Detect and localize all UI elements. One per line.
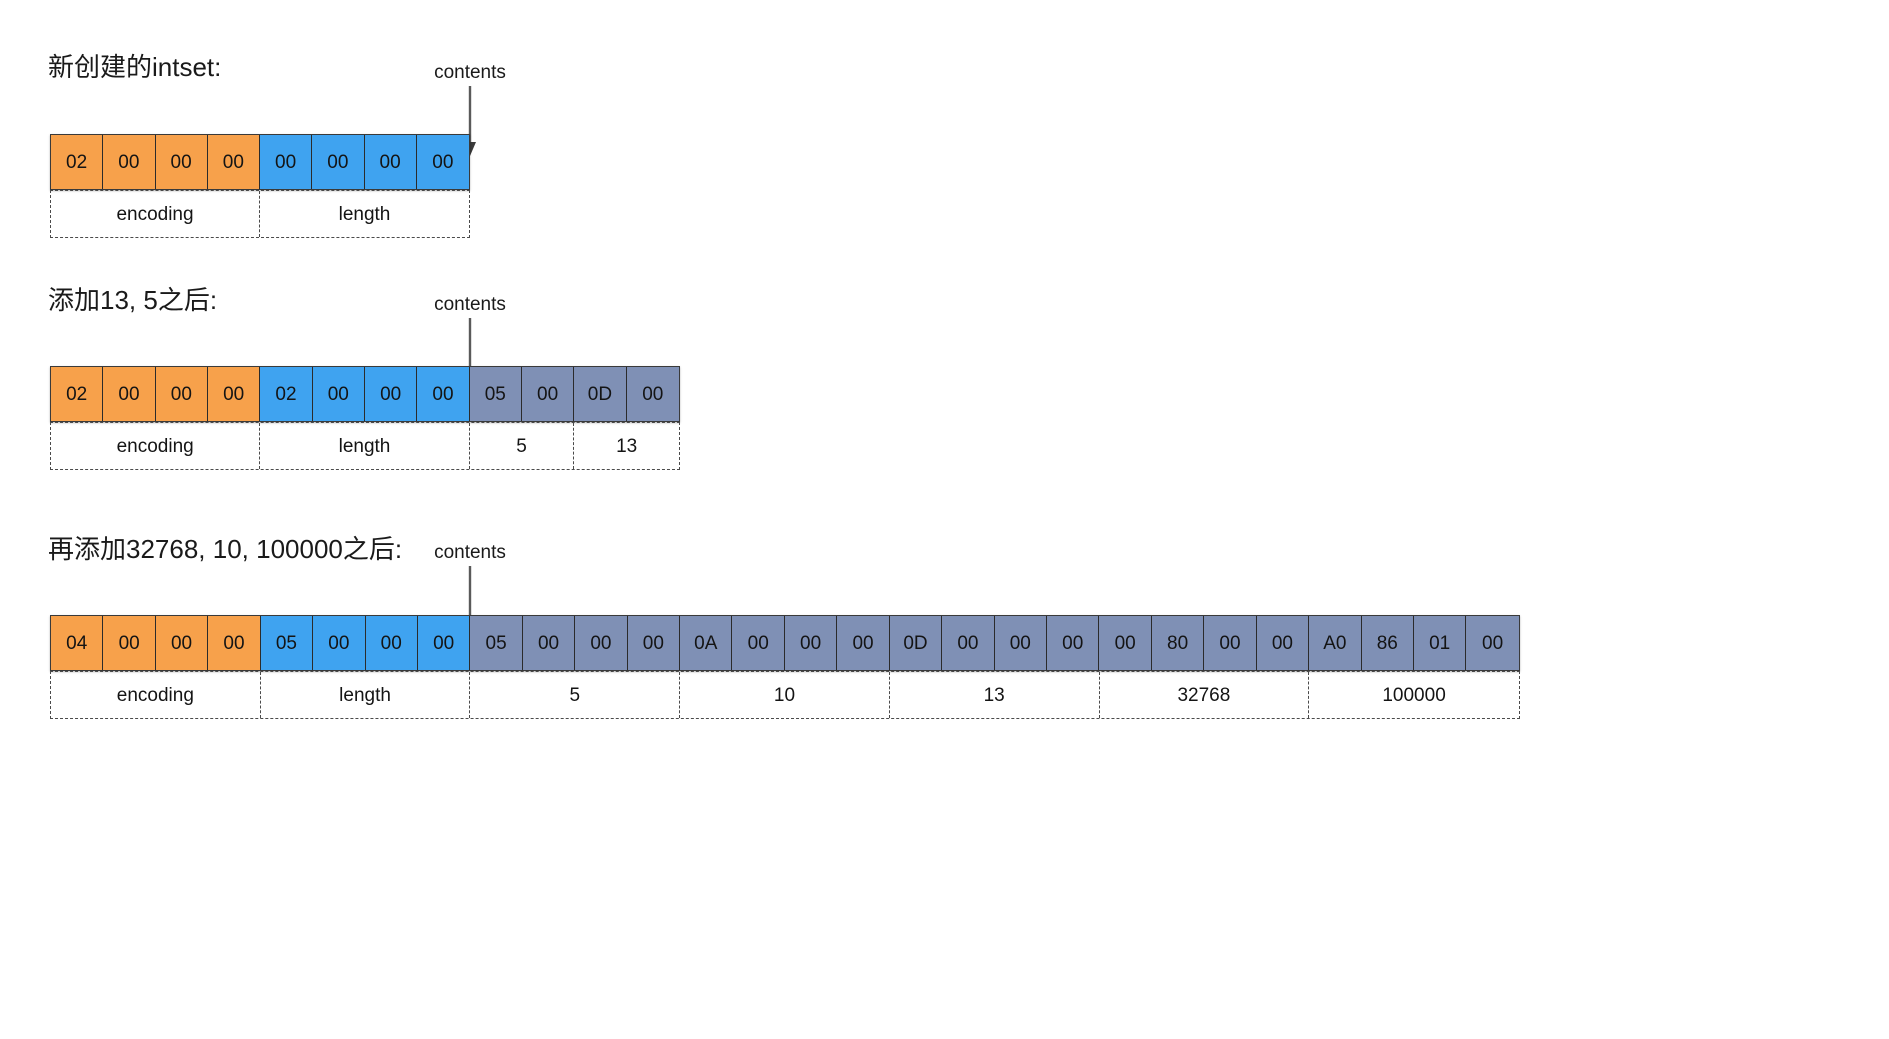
byte-cell: 05 [470, 616, 523, 670]
byte-cell: 0D [889, 616, 943, 670]
byte-cell: 00 [942, 616, 995, 670]
field-label: 10 [680, 672, 890, 718]
byte-cell: 00 [155, 616, 209, 670]
byte-cell: 00 [416, 135, 469, 189]
field-label: 5 [470, 423, 575, 469]
contents-label-1: contents [434, 62, 506, 83]
byte-cell: 00 [364, 367, 418, 421]
byte-cell: 05 [469, 367, 522, 421]
byte-cell: 00 [155, 367, 208, 421]
byte-cell: 02 [260, 367, 313, 421]
byte-cell: 00 [1204, 616, 1257, 670]
byte-cell: 02 [51, 367, 104, 421]
byte-cell: 01 [1413, 616, 1467, 670]
field-label: 100000 [1382, 684, 1446, 706]
field-label: 13 [616, 435, 638, 457]
byte-cell: 00 [312, 367, 365, 421]
section-title-after-add-32768-10-100000: 再添加32768, 10, 100000之后: [48, 534, 403, 564]
byte-cell: 00 [312, 135, 365, 189]
byte-cell: 0D [574, 367, 627, 421]
byte-cell: 00 [521, 367, 575, 421]
byte-cell: 80 [1151, 616, 1205, 670]
byte-cell: 00 [1256, 616, 1310, 670]
field-label: 5 [470, 672, 681, 718]
byte-cell: 00 [1099, 616, 1152, 670]
byte-cell: 00 [364, 135, 417, 189]
byte-cell: 00 [313, 616, 366, 670]
byte-cell: 86 [1361, 616, 1414, 670]
field-label: encoding [51, 672, 261, 718]
byte-cell: 00 [575, 616, 628, 670]
label-band-new-intset: encoding length [50, 190, 470, 238]
field-label: length [338, 203, 391, 225]
byte-cell: 00 [208, 616, 261, 670]
section-title-new-intset: 新创建的intset: [48, 52, 222, 82]
byte-cell: 00 [626, 367, 679, 421]
byte-cell: A0 [1309, 616, 1362, 670]
byte-cell: 00 [155, 135, 208, 189]
byte-cell: 00 [732, 616, 785, 670]
byte-cell: 02 [51, 135, 104, 189]
field-label: encoding [51, 423, 261, 469]
byte-cell: 00 [365, 616, 418, 670]
byte-cell: 00 [207, 135, 260, 189]
byte-cell: 0A [680, 616, 733, 670]
field-label: 32768 [1100, 672, 1310, 718]
byte-cell: 00 [103, 616, 156, 670]
contents-label-3: contents [434, 542, 506, 563]
field-label: length [261, 672, 471, 718]
byte-cell: 00 [260, 135, 313, 189]
byte-cell: 00 [1466, 616, 1519, 670]
byte-cell: 05 [260, 616, 314, 670]
byte-cell: 00 [994, 616, 1048, 670]
byte-cell: 00 [103, 367, 156, 421]
byte-cell: 00 [522, 616, 576, 670]
field-label: length [260, 423, 470, 469]
byte-cell: 00 [417, 616, 471, 670]
byte-cell: 00 [837, 616, 890, 670]
byte-cell: 00 [103, 135, 156, 189]
byte-cell: 00 [207, 367, 261, 421]
byte-cell: 00 [627, 616, 681, 670]
contents-label-2: contents [434, 294, 506, 315]
byte-cell: 04 [51, 616, 104, 670]
byte-cell: 00 [1047, 616, 1100, 670]
byte-cell: 00 [784, 616, 838, 670]
section-title-after-add-13-5: 添加13, 5之后: [48, 285, 218, 315]
field-label: encoding [51, 191, 260, 237]
byte-cell: 00 [417, 367, 470, 421]
field-label: 13 [890, 672, 1100, 718]
